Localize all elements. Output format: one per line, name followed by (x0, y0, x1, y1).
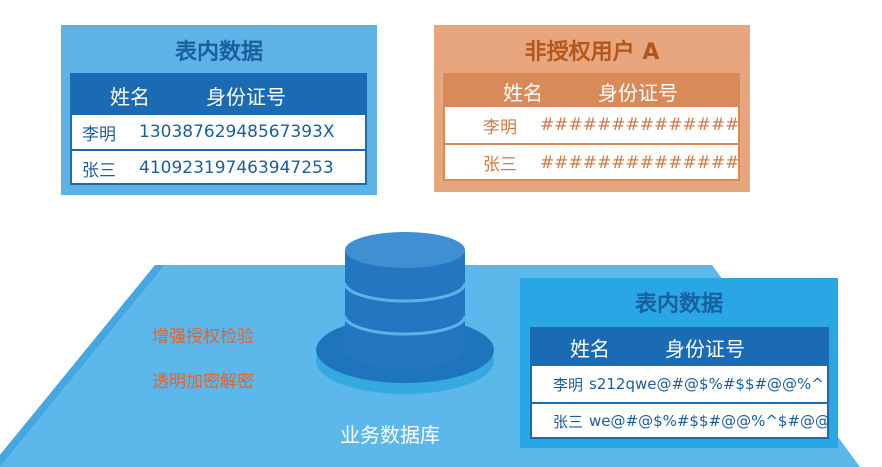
row-id-encrypted: we@#@$%#$$#@@%^$#@@ (589, 412, 831, 430)
table-header: 姓名 身份证号 (532, 329, 827, 366)
encrypted-data-table: 姓名 身份证号 李明 s212qwe@#@$%#$$#@@%^ 张三 we@#@… (530, 327, 831, 439)
row-id-masked: ############## (540, 115, 740, 135)
table-row: 李明 s212qwe@#@$%#$$#@@%^ (532, 366, 827, 402)
column-id-header: 身份证号 (665, 337, 745, 361)
row-name: 李明 (553, 375, 584, 394)
row-name: 李明 (82, 124, 116, 145)
table-header: 姓名 身份证号 (445, 75, 738, 107)
raw-data-title: 表内数据 (174, 40, 263, 65)
column-id-header: 身份证号 (206, 84, 286, 109)
row-name: 李明 (483, 117, 517, 138)
row-divider (445, 143, 738, 145)
row-id-masked: ############## (540, 152, 740, 173)
unauthorized-user-title: 非授权用户 A (524, 40, 660, 65)
database-icon (316, 232, 494, 394)
column-id-header: 身份证号 (598, 80, 678, 105)
table-row: 李明 13038762948567393X (72, 115, 365, 149)
row-name: 张三 (82, 160, 116, 181)
column-name-header: 姓名 (503, 80, 543, 105)
row-name: 张三 (553, 412, 584, 431)
feature-transparent-encryption: 透明加密解密 (152, 372, 254, 392)
row-name: 张三 (483, 155, 517, 175)
encrypted-data-card: 表内数据 姓名 身份证号 李明 s212qwe@#@$%#$$#@@%^ 张三 … (520, 278, 838, 448)
table-header: 姓名 身份证号 (72, 75, 365, 115)
encrypted-data-title: 表内数据 (634, 292, 723, 317)
row-id: 410923197463947253 (139, 158, 334, 178)
column-name-header: 姓名 (570, 337, 610, 361)
table-row: 李明 ############## (445, 107, 740, 143)
table-row: 张三 ############## (445, 145, 740, 180)
row-divider (532, 402, 827, 404)
feature-enhanced-authorization: 增强授权检验 (152, 327, 254, 347)
unauthorized-user-card: 非授权用户 A 姓名 身份证号 李明 ############## 张三 ###… (434, 25, 750, 192)
masked-data-table: 姓名 身份证号 李明 ############## 张三 ###########… (443, 73, 740, 181)
column-name-header: 姓名 (110, 84, 150, 109)
table-row: 张三 410923197463947253 (72, 151, 365, 185)
row-divider (72, 149, 365, 151)
database-label: 业务数据库 (340, 423, 440, 447)
raw-data-table: 姓名 身份证号 李明 13038762948567393X 张三 4109231… (70, 73, 367, 185)
row-id: 13038762948567393X (139, 122, 335, 142)
raw-data-card: 表内数据 姓名 身份证号 李明 13038762948567393X 张三 41… (61, 25, 377, 195)
row-id-encrypted: s212qwe@#@$%#$$#@@%^ (589, 375, 824, 393)
table-row: 张三 we@#@$%#$$#@@%^$#@@ (532, 404, 831, 438)
